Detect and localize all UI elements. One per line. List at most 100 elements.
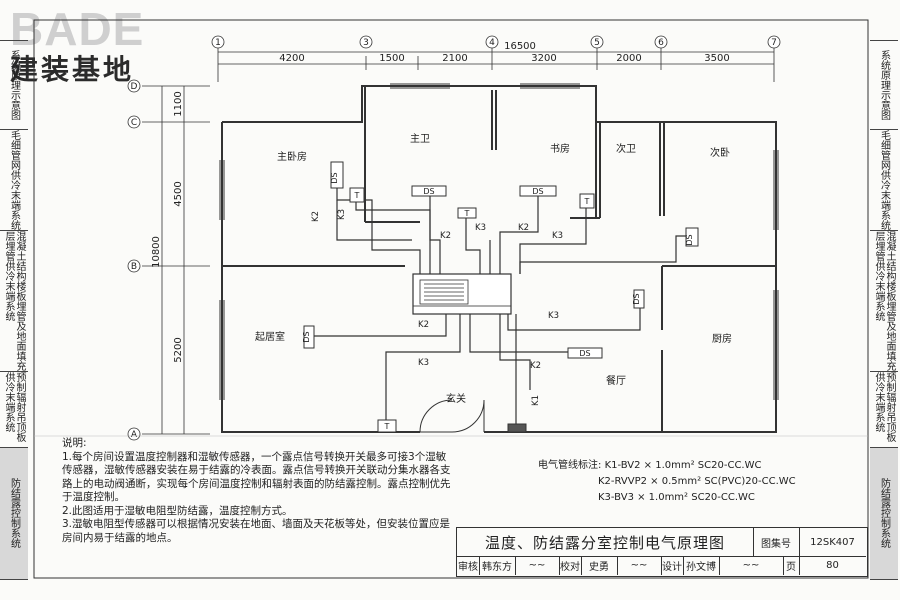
right-sidebar: 系统原理示意图 毛细管网供冷末端系统 混凝土结构楼板埋管及地面填充层埋管供冷末端… [870, 40, 898, 580]
control-panel [412, 273, 512, 315]
ds-second-bedroom: DS [685, 234, 694, 245]
axis-col-4: 4 [489, 38, 495, 48]
top-dimensions [217, 46, 775, 82]
legend-k2: K2-RVVP2 × 0.5mm² SC(PVC)20-CC.WC [598, 476, 796, 487]
checker-name: 史勇 [581, 556, 618, 575]
room-second-bath: 次卫 [616, 142, 636, 155]
dim-span-1: 4200 [279, 53, 304, 64]
room-study: 书房 [550, 142, 570, 155]
sidebar-right-item-anticondensation[interactable]: 防结露控制系统 [870, 446, 898, 580]
reviewer-signature: ~~ [515, 556, 560, 575]
label-k3-living: K3 [418, 358, 429, 368]
page-label: 页 [783, 556, 800, 575]
room-dining: 餐厅 [606, 374, 626, 387]
t-study: T [464, 209, 470, 218]
label-k3-master-bedroom: K3 [337, 209, 347, 220]
axis-col-3: 3 [363, 38, 369, 48]
dim-row-span-3: 5200 [173, 337, 184, 362]
entrance-door [419, 399, 453, 433]
sidebar-right-item-slab[interactable]: 混凝土结构楼板埋管及地面填充层埋管供冷末端系统 [870, 229, 898, 371]
label-k2-dining: K2 [530, 361, 541, 371]
drawing-title: 温度、防结露分室控制电气原理图 [457, 528, 754, 557]
sheet-frame [33, 19, 869, 579]
dim-span-3: 2100 [442, 53, 467, 64]
notes-heading: 说明: [62, 437, 87, 449]
check-label: 校对 [559, 556, 582, 575]
legend-k3: K3-BV3 × 1.0mm² SC20-CC.WC [598, 492, 755, 503]
legend-heading: 电气管线标注: [538, 460, 602, 471]
ds-master-bedroom: DS [330, 172, 339, 183]
legend-line-1: 电气管线标注: K1-BV2 × 1.0mm² SC20-CC.WC [538, 458, 796, 474]
checker-signature: ~~ [617, 556, 662, 575]
axis-col-5: 5 [594, 38, 600, 48]
logo-text-en: BADE [10, 3, 145, 55]
axis-row-c: C [131, 118, 137, 128]
title-block: 温度、防结露分室控制电气原理图 图集号 12SK407 审核 韩东方 ~~ 校对… [456, 527, 868, 577]
note-2: 2.此图适用于湿敏电阻型防结露，温度控制方式。 [62, 504, 293, 517]
designer-name: 孙文博 [683, 556, 720, 575]
t-master-bedroom: T [354, 191, 360, 200]
sensor-symbols: DS T DS T DS T DS DS DS DS T [302, 161, 699, 433]
label-k2-study: K2 [518, 223, 529, 233]
label-k3-study-a: K3 [475, 223, 486, 233]
dim-span-5: 2000 [616, 53, 641, 64]
bade-logo: BADE 建装基地 [8, 2, 178, 86]
ds-living: DS [302, 331, 311, 342]
t-second-bath: T [584, 197, 590, 206]
sidebar-right-item-capillary[interactable]: 毛细管网供冷末端系统 [870, 128, 898, 230]
dim-span-6: 3500 [704, 53, 729, 64]
page-number: 80 [826, 560, 839, 571]
sidebar-left-item-anticondensation[interactable]: 防结露控制系统 [0, 446, 28, 580]
t-living: T [384, 422, 390, 431]
ds-master-bath: DS [423, 187, 434, 196]
cable-labels: K2 K3 K2 K3 K2 K3 K2 K3 K3 K2 K1 [311, 209, 563, 406]
label-k3-study-b: K3 [552, 231, 563, 241]
sidebar-left-item-slab[interactable]: 混凝土结构楼板埋管及地面填充层埋管供冷末端系统 [0, 229, 28, 371]
design-notes: 说明: 1.每个房间设置温度控制器和湿敏传感器，一个露点信号转换开关最多可接3个… [62, 437, 452, 545]
dim-span-4: 3200 [531, 53, 556, 64]
dim-row-span-2: 4500 [173, 181, 184, 206]
designer-signature: ~~ [719, 556, 784, 575]
label-k3-kitchen: K3 [548, 311, 559, 321]
wiring-lines [305, 175, 690, 424]
axis-row-d: D [131, 82, 138, 92]
sidebar-right-item-ceiling[interactable]: 预制辐射吊顶板供冷末端系统 [870, 370, 898, 447]
review-label: 审核 [457, 556, 480, 575]
axis-col-6: 6 [658, 38, 664, 48]
room-second-bedroom: 次卧 [710, 146, 730, 159]
room-living: 起居室 [255, 330, 285, 343]
axis-row-b: B [131, 262, 137, 272]
reviewer-name: 韩东方 [479, 556, 516, 575]
ds-study: DS [532, 187, 543, 196]
axis-row-a: A [131, 430, 138, 440]
cable-legend: 电气管线标注: K1-BV2 × 1.0mm² SC20-CC.WC K2-RV… [538, 458, 796, 506]
left-sidebar: 系统原理示意图 毛细管网供冷末端系统 混凝土结构楼板埋管及地面填充层埋管供冷末端… [0, 40, 28, 580]
atlas-number: 12SK407 [799, 528, 866, 557]
sidebar-left-item-capillary[interactable]: 毛细管网供冷末端系统 [0, 128, 28, 230]
room-entrance: 玄关 [446, 392, 466, 405]
design-label: 设计 [661, 556, 684, 575]
room-kitchen: 厨房 [712, 332, 732, 345]
legend-k1: K1-BV2 × 1.0mm² SC20-CC.WC [604, 460, 762, 471]
label-k2-master-bath: K2 [440, 231, 451, 241]
sidebar-left-item-principle[interactable]: 系统原理示意图 [0, 40, 28, 129]
floor-plan-walls [221, 85, 777, 433]
label-k2-living: K2 [418, 320, 429, 330]
sidebar-right-item-principle[interactable]: 系统原理示意图 [870, 40, 898, 129]
entrance-door-right [451, 399, 485, 433]
note-3: 3.湿敏电阻型传感器可以根据情况安装在地面、墙面及天花板等处，但安装位置应是房间… [62, 518, 451, 544]
row-axis-bubbles [127, 79, 141, 441]
room-master-bath: 主卫 [410, 133, 430, 145]
label-k1-dining: K1 [531, 395, 541, 406]
left-dimensions [142, 85, 210, 435]
dim-span-2: 1500 [379, 53, 404, 64]
note-1: 1.每个房间设置温度控制器和湿敏传感器，一个露点信号转换开关最多可接3个湿敏传感… [62, 450, 451, 504]
logo-text-cn: 建装基地 [10, 53, 135, 86]
ds-dining: DS [579, 349, 590, 358]
dim-row-span-1: 1100 [173, 91, 184, 116]
sidebar-left-item-ceiling[interactable]: 预制辐射吊顶板供冷末端系统 [0, 370, 28, 447]
dim-total-width: 16500 [504, 41, 536, 52]
label-k2-master-bedroom: K2 [311, 211, 321, 222]
